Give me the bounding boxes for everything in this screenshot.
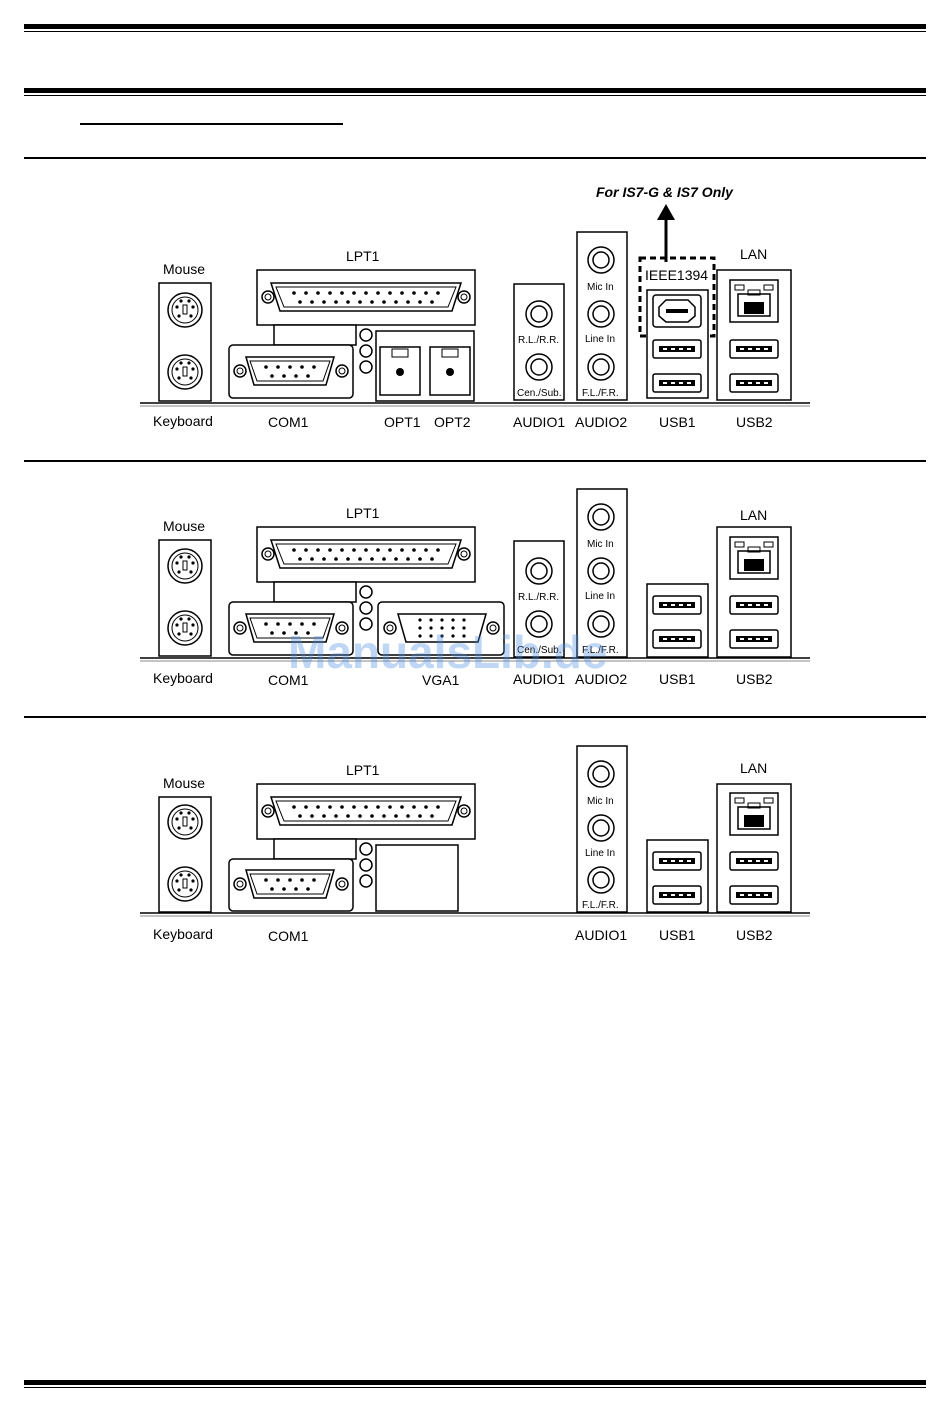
- audio1-label: AUDIO1: [513, 414, 565, 430]
- lan-label: LAN: [740, 246, 767, 262]
- com1-port: [245, 869, 335, 899]
- opt1-label: OPT1: [384, 414, 421, 430]
- note-arrow-head: [657, 204, 675, 220]
- mouse-label: Mouse: [163, 261, 205, 277]
- usb1-port-b: [652, 885, 702, 905]
- watermark: ManualsLib.de: [288, 626, 607, 678]
- com1-port: [245, 356, 335, 386]
- usb2-label: USB2: [736, 671, 773, 687]
- keyboard-label: Keyboard: [153, 413, 213, 429]
- lan-port: [729, 536, 779, 580]
- lpt1-label: LPT1: [346, 762, 380, 778]
- ieee1394-label: IEEE1394: [645, 267, 708, 283]
- rl-rr-label: R.L./R.R.: [518, 335, 559, 346]
- keyboard-label: Keyboard: [153, 670, 213, 686]
- usb1-port-b: [652, 373, 702, 393]
- footer-rule: [24, 1380, 926, 1388]
- mic-in-label: Mic In: [587, 282, 614, 293]
- lpt1-label: LPT1: [346, 505, 380, 521]
- usb1-label: USB1: [659, 414, 696, 430]
- panel1-top-rule: [24, 157, 926, 159]
- cen-sub-label: Cen./Sub.: [517, 388, 561, 399]
- header-rule: [24, 24, 926, 32]
- usb2-port-b: [729, 885, 779, 905]
- vga1-label: VGA1: [422, 672, 460, 688]
- audio2-label: AUDIO2: [575, 671, 627, 687]
- lan-label: LAN: [740, 760, 767, 776]
- blank-cover: [375, 844, 459, 912]
- usb1-port-b: [652, 629, 702, 649]
- usb2-port-a: [729, 851, 779, 871]
- mic-in-label: Mic In: [587, 539, 614, 550]
- lpt1-port: [270, 796, 462, 826]
- rl-rr-label: R.L./R.R.: [518, 592, 559, 603]
- audio1-label: AUDIO1: [513, 671, 565, 687]
- panel-2: Mouse Keyboard LPT1 COM1 VGA1 R.L./R.R. …: [140, 488, 810, 688]
- line-in-label: Line In: [585, 591, 615, 602]
- fl-fr-label: F.L./F.R.: [582, 900, 619, 911]
- model-note: For IS7-G & IS7 Only: [596, 184, 734, 200]
- panel-1: For IS7-G & IS7 Only Mouse Keyboard LPT1…: [140, 184, 810, 430]
- usb2-port-a: [729, 339, 779, 359]
- usb2-label: USB2: [736, 927, 773, 943]
- usb2-label: USB2: [736, 414, 773, 430]
- fl-fr-label: F.L./F.R.: [582, 388, 619, 399]
- usb1-label: USB1: [659, 671, 696, 687]
- panel2-top-rule: [24, 460, 926, 462]
- ieee1394-highlight: [638, 256, 716, 338]
- lan-port: [729, 279, 779, 323]
- lpt1-label: LPT1: [346, 248, 380, 264]
- fl-fr-label: F.L./F.R.: [582, 645, 619, 656]
- line-in-label: Line In: [585, 334, 615, 345]
- usb1-port-a: [652, 595, 702, 615]
- lan-port: [729, 792, 779, 836]
- keyboard-label: Keyboard: [153, 926, 213, 942]
- mouse-label: Mouse: [163, 518, 205, 534]
- panel-3: Mouse Keyboard LPT1 COM1 Mic In Line In …: [140, 745, 810, 944]
- usb1-port-a: [652, 851, 702, 871]
- opt2-label: OPT2: [434, 414, 471, 430]
- heading-underline: [80, 123, 343, 125]
- lpt1-port: [270, 282, 462, 312]
- lan-label: LAN: [740, 507, 767, 523]
- cen-sub-label: Cen./Sub.: [517, 645, 561, 656]
- line-in-label: Line In: [585, 848, 615, 859]
- usb2-port-b: [729, 373, 779, 393]
- mouse-label: Mouse: [163, 775, 205, 791]
- panel3-top-rule: [24, 716, 926, 718]
- usb1-port-a: [652, 339, 702, 359]
- ps2-block: [158, 282, 212, 402]
- com1-label: COM1: [268, 928, 309, 944]
- lpt1-port: [270, 539, 462, 569]
- audio1-label: AUDIO1: [575, 927, 627, 943]
- ps2-block: [158, 539, 212, 657]
- audio2-label: AUDIO2: [575, 414, 627, 430]
- ps2-block: [158, 796, 212, 913]
- com1-label: COM1: [268, 414, 309, 430]
- usb2-port-b: [729, 629, 779, 649]
- usb2-port-a: [729, 595, 779, 615]
- section-rule: [24, 88, 926, 96]
- mic-in-label: Mic In: [587, 796, 614, 807]
- com1-label: COM1: [268, 672, 309, 688]
- usb1-label: USB1: [659, 927, 696, 943]
